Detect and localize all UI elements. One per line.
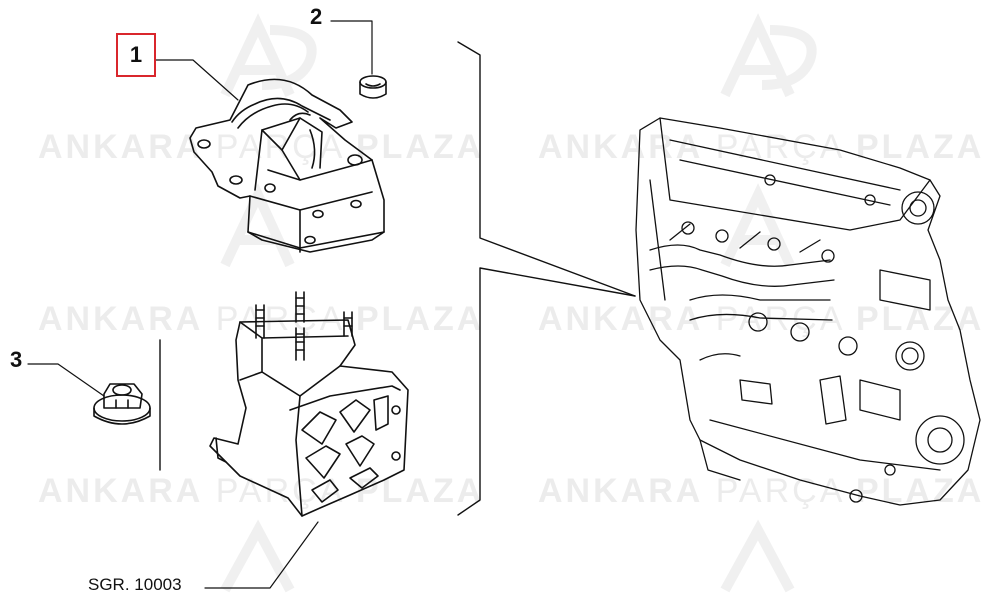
watermark-4: ANKARA PARÇA PLAZA [538, 300, 984, 339]
watermark-5: ANKARA PARÇA PLAZA [38, 472, 484, 511]
watermark-3: ANKARA PARÇA PLAZA [38, 300, 484, 339]
support-bracket [209, 291, 409, 517]
callout-label: 3 [10, 347, 23, 372]
watermark-word-1: ANKARA [38, 472, 204, 510]
watermark-word-1: ANKARA [538, 300, 704, 338]
watermark-word-3: PLAZA [355, 300, 485, 338]
watermark-word-3: PLAZA [355, 128, 485, 166]
watermark-word-1: ANKARA [38, 128, 204, 166]
engine-block [635, 117, 981, 506]
watermark-word-2: PARÇA [715, 128, 844, 166]
callout-part-1[interactable]: 1 [116, 33, 156, 77]
callout-part-3[interactable]: 3 [10, 349, 22, 371]
watermark-2: ANKARA PARÇA PLAZA [538, 128, 984, 167]
callout-label: 2 [310, 4, 323, 29]
assembly-bracket [159, 41, 636, 516]
watermark-word-2: PARÇA [215, 472, 344, 510]
watermark-word-3: PLAZA [855, 128, 985, 166]
nut-part-2 [359, 75, 387, 99]
watermark-6: ANKARA PARÇA PLAZA [538, 472, 984, 511]
leader-lines [27, 20, 373, 589]
watermark-logo-marks [220, 13, 817, 593]
callout-label: 1 [129, 42, 143, 67]
engine-mount-part-1 [189, 78, 385, 253]
reference-code: SGR. 10003 [88, 575, 182, 594]
watermark-word-2: PARÇA [215, 300, 344, 338]
watermark-word-1: ANKARA [38, 300, 204, 338]
watermark-word-1: ANKARA [538, 128, 704, 166]
flange-nut-part-3 [93, 383, 151, 425]
callout-part-2[interactable]: 2 [310, 6, 322, 28]
watermark-word-3: PLAZA [355, 472, 485, 510]
watermark-word-1: ANKARA [538, 472, 704, 510]
